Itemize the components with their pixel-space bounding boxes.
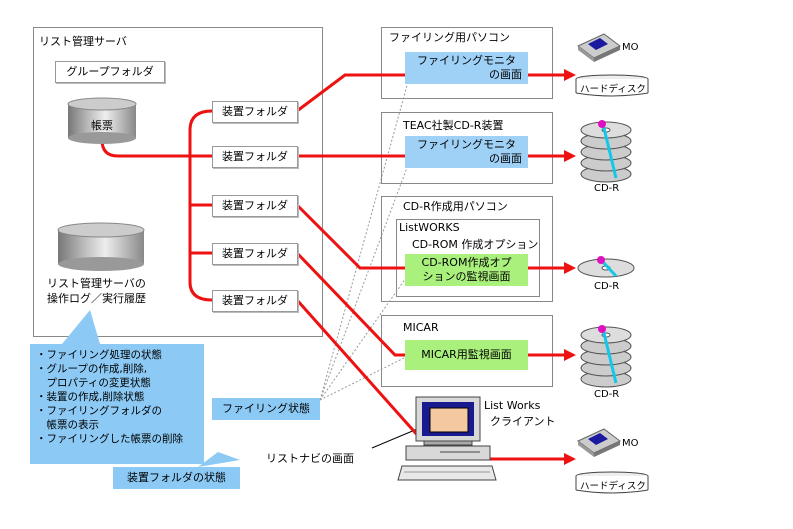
cdr-label-3: CD-R xyxy=(594,389,620,400)
mo-label-bottom: MO xyxy=(622,438,639,449)
group-folder-label: グループフォルダ xyxy=(66,65,154,78)
filing-monitor-screen-1[interactable]: ファイリングモニタ の画面 xyxy=(405,52,528,84)
cdrom-watch-line1: CD-ROM作成オプ xyxy=(421,256,512,269)
filing-monitor-screen-2[interactable]: ファイリングモニタ の画面 xyxy=(405,136,528,168)
ledger-label: 帳票 xyxy=(91,119,113,132)
device-folder-label: 装置フォルダ xyxy=(222,150,288,163)
callout-item: ・ファイリング処理の状態 xyxy=(36,349,162,361)
list-server-title: リスト管理サーバ xyxy=(39,35,127,48)
cdrom-watch-screen[interactable]: CD-ROM作成オプ ションの監視画面 xyxy=(405,254,528,286)
device-folder-status-text: 装置フォルダの状態 xyxy=(127,471,226,484)
callout-item: プロパティの変更状態 xyxy=(36,377,151,389)
micar-watch-screen[interactable]: MICAR用監視画面 xyxy=(405,340,528,370)
listnavi-label: リストナビの画面 xyxy=(266,452,354,465)
device-folder-status-label: 装置フォルダの状態 xyxy=(113,467,240,489)
server-status-callout: ・ファイリング処理の状態 ・グループの作成,削除, プロパティの変更状態 ・装置… xyxy=(30,344,204,464)
harddisk-label-bottom: ハードディスク xyxy=(580,481,646,492)
cdr-label-1: CD-R xyxy=(594,183,620,194)
cdr-label-2: CD-R xyxy=(594,281,620,292)
callout-item: ・グループの作成,削除, xyxy=(36,363,148,375)
device-folder-3[interactable]: 装置フォルダ xyxy=(212,195,298,217)
log-label-line1: リスト管理サーバの xyxy=(47,277,146,290)
device-folder-1[interactable]: 装置フォルダ xyxy=(212,101,298,123)
filing-monitor-line1: ファイリングモニタ xyxy=(417,54,516,67)
device-folder-4[interactable]: 装置フォルダ xyxy=(212,243,298,265)
device-folder-label: 装置フォルダ xyxy=(222,105,288,118)
callout-item: ・ファイリングした帳票の削除 xyxy=(36,433,183,445)
device-folder-label: 装置フォルダ xyxy=(222,199,288,212)
callout-item: ・ファイリングフォルダの xyxy=(36,405,162,417)
group-folder[interactable]: グループフォルダ xyxy=(55,61,165,83)
micar-title: MICAR xyxy=(403,321,439,334)
harddisk-label-top: ハードディスク xyxy=(580,84,646,95)
filing-status-text: ファイリング状態 xyxy=(222,402,310,415)
cdr-pc-title: CD-R作成用パソコン xyxy=(403,200,508,213)
device-folder-label: 装置フォルダ xyxy=(222,294,288,307)
device-folder-5[interactable]: 装置フォルダ xyxy=(212,290,298,312)
filing-status-label: ファイリング状態 xyxy=(212,398,320,420)
callout-item: ・装置の作成,削除状態 xyxy=(36,391,145,403)
device-folder-2[interactable]: 装置フォルダ xyxy=(212,146,298,168)
device-folder-label: 装置フォルダ xyxy=(222,247,288,260)
mo-label-top: MO xyxy=(622,42,639,53)
filing-monitor-line2: の画面 xyxy=(489,152,522,165)
filing-monitor-line1: ファイリングモニタ xyxy=(417,138,516,151)
listworks-option-title: CD-ROM 作成オプション xyxy=(412,238,539,251)
client-line2: クライアント xyxy=(490,415,556,428)
callout-item: 帳票の表示 xyxy=(36,419,99,431)
listworks-title: ListWORKS xyxy=(399,221,460,234)
filing-monitor-line2: の画面 xyxy=(489,68,522,81)
teac-title: TEAC社製CD-R装置 xyxy=(403,119,504,132)
micar-watch-label: MICAR用監視画面 xyxy=(421,348,512,361)
log-label-line2: 操作ログ／実行履歴 xyxy=(47,292,146,305)
cdrom-watch-line2: ションの監視画面 xyxy=(422,270,511,283)
client-line1: List Works xyxy=(484,399,541,412)
filing-pc-title: ファイリング用パソコン xyxy=(389,31,510,44)
